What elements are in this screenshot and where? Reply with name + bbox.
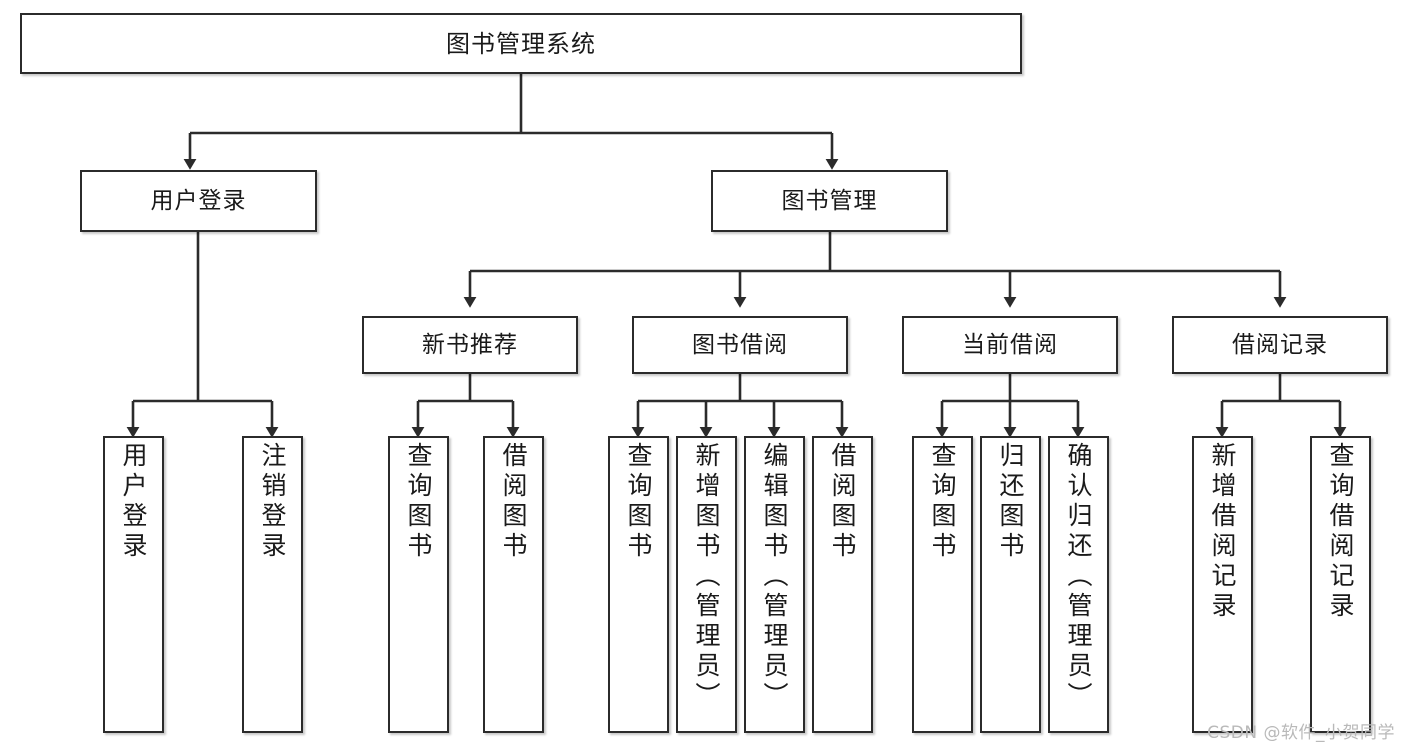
node-leaf-borrow-book-1[interactable]: 借阅图书 bbox=[483, 436, 544, 733]
node-leaf-add-book[interactable]: 新增图书（管理员） bbox=[676, 436, 737, 733]
node-leaf-add-book-label: 新增图书（管理员） bbox=[692, 442, 721, 712]
node-book-borrow[interactable]: 图书借阅 bbox=[632, 316, 848, 374]
node-leaf-confirm-return-label: 确认归还（管理员） bbox=[1064, 442, 1093, 712]
node-leaf-query-book-3[interactable]: 查询图书 bbox=[912, 436, 973, 733]
node-leaf-query-record[interactable]: 查询借阅记录 bbox=[1310, 436, 1371, 733]
node-root-system-label: 图书管理系统 bbox=[446, 29, 596, 58]
node-user-login[interactable]: 用户登录 bbox=[80, 170, 317, 232]
node-leaf-query-book-2-label: 查询图书 bbox=[624, 442, 653, 562]
node-leaf-query-book-2[interactable]: 查询图书 bbox=[608, 436, 669, 733]
node-new-book-recommend-label: 新书推荐 bbox=[422, 331, 518, 358]
node-borrow-record-label: 借阅记录 bbox=[1232, 331, 1328, 358]
node-current-borrow[interactable]: 当前借阅 bbox=[902, 316, 1118, 374]
node-leaf-add-record-label: 新增借阅记录 bbox=[1208, 442, 1237, 622]
node-leaf-borrow-book-1-label: 借阅图书 bbox=[499, 442, 528, 562]
node-leaf-return-book[interactable]: 归还图书 bbox=[980, 436, 1041, 733]
node-leaf-query-record-label: 查询借阅记录 bbox=[1326, 442, 1355, 622]
node-leaf-borrow-book-2-label: 借阅图书 bbox=[828, 442, 857, 562]
node-user-login-label: 用户登录 bbox=[150, 187, 247, 214]
node-leaf-edit-book-label: 编辑图书（管理员） bbox=[760, 442, 789, 712]
node-book-borrow-label: 图书借阅 bbox=[692, 331, 788, 358]
node-borrow-record[interactable]: 借阅记录 bbox=[1172, 316, 1388, 374]
node-current-borrow-label: 当前借阅 bbox=[962, 331, 1058, 358]
csdn-watermark: CSDN @软件_小贺同学 bbox=[1207, 723, 1395, 743]
node-leaf-return-book-label: 归还图书 bbox=[996, 442, 1025, 562]
node-leaf-user-login[interactable]: 用户登录 bbox=[103, 436, 164, 733]
node-leaf-confirm-return[interactable]: 确认归还（管理员） bbox=[1048, 436, 1109, 733]
node-leaf-query-book-1-label: 查询图书 bbox=[404, 442, 433, 562]
node-leaf-edit-book[interactable]: 编辑图书（管理员） bbox=[744, 436, 805, 733]
node-book-manage-label: 图书管理 bbox=[781, 187, 878, 214]
node-leaf-user-login-label: 用户登录 bbox=[119, 442, 148, 562]
node-book-manage[interactable]: 图书管理 bbox=[711, 170, 948, 232]
node-leaf-add-record[interactable]: 新增借阅记录 bbox=[1192, 436, 1253, 733]
node-leaf-query-book-3-label: 查询图书 bbox=[928, 442, 957, 562]
node-leaf-query-book-1[interactable]: 查询图书 bbox=[388, 436, 449, 733]
node-leaf-logout-login-label: 注销登录 bbox=[258, 442, 287, 562]
node-leaf-logout-login[interactable]: 注销登录 bbox=[242, 436, 303, 733]
node-new-book-recommend[interactable]: 新书推荐 bbox=[362, 316, 578, 374]
node-leaf-borrow-book-2[interactable]: 借阅图书 bbox=[812, 436, 873, 733]
node-root-system[interactable]: 图书管理系统 bbox=[20, 13, 1022, 74]
